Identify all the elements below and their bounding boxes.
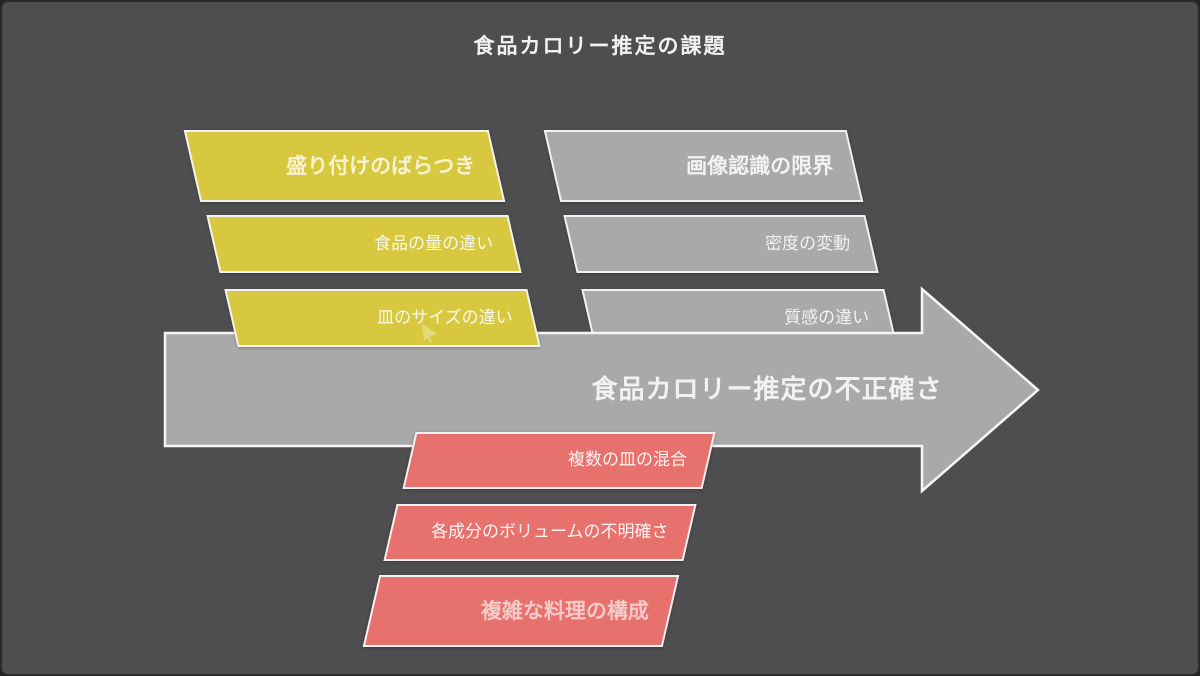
cause-plating-variation: 盛り付けのばらつき [183, 130, 506, 202]
cause-multiple-dish-mixture: 複数の皿の混合 [402, 432, 716, 489]
diagram-title: 食品カロリー推定の課題 [473, 34, 727, 58]
cause-label: 皿のサイズの違い [376, 307, 513, 328]
cause-ingredient-volume-uncertainty: 各成分のボリュームの不明確さ [383, 504, 697, 561]
cause-complex-dish-composition: 複雑な料理の構成 [362, 575, 680, 647]
cause-label: 複数の皿の混合 [568, 450, 687, 470]
cause-label: 食品の量の違い [374, 233, 493, 254]
cause-food-quantity-difference: 食品の量の違い [206, 215, 522, 273]
cause-label: 盛り付けのばらつき [286, 153, 475, 178]
cause-plate-size-difference: 皿のサイズの違い [224, 289, 541, 347]
cause-label: 複雑な料理の構成 [481, 598, 649, 623]
result-arrow-label: 食品カロリー推定の不正確さ [591, 375, 943, 405]
cause-label: 各成分のボリュームの不明確さ [430, 522, 669, 542]
